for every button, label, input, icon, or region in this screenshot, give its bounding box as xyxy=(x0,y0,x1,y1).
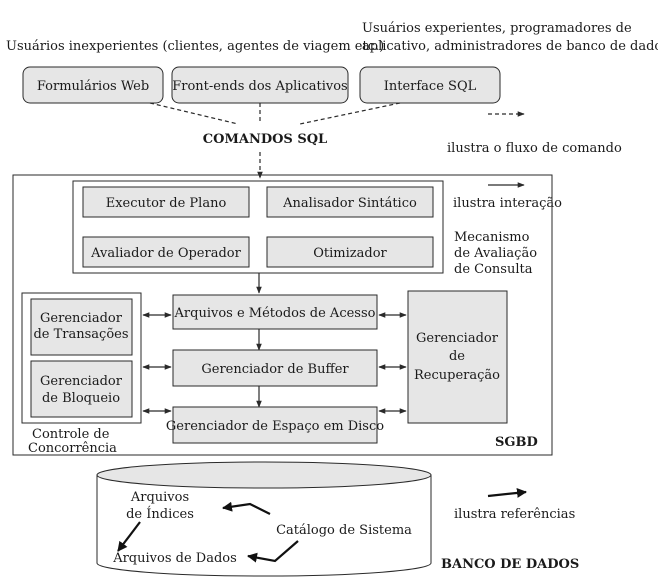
access-methods-label: Arquivos e Métodos de Acesso xyxy=(174,306,376,321)
web-forms-box: Formulários Web xyxy=(22,66,164,104)
index-files-label-line2: de Índices xyxy=(126,506,194,522)
lock-manager-box: Gerenciador de Bloqueio xyxy=(30,360,133,418)
parser-label: Analisador Sintático xyxy=(282,196,417,211)
sgbd-label: SGBD xyxy=(495,435,538,450)
recovery-manager-label-line2: de xyxy=(449,349,465,364)
transaction-manager-label-line1: Gerenciador xyxy=(40,311,123,326)
access-methods-box: Arquivos e Métodos de Acesso xyxy=(172,294,378,330)
disk-space-manager-label: Gerenciador de Espaço em Disco xyxy=(166,419,384,434)
lock-manager-label-line1: Gerenciador xyxy=(40,374,123,389)
query-engine-caption-line2: de Avaliação xyxy=(454,246,537,261)
app-frontends-box: Front-ends dos Aplicativos xyxy=(171,66,349,104)
flow-sqlif-to-sql xyxy=(299,102,401,125)
sgbd-frame xyxy=(12,174,553,456)
transaction-manager-label-line2: de Transações xyxy=(33,327,128,342)
optimizer-label: Otimizador xyxy=(313,246,387,261)
plan-executor-box: Executor de Plano xyxy=(82,186,250,218)
sql-commands-label: COMANDOS SQL xyxy=(203,132,327,147)
sql-interface-box: Interface SQL xyxy=(359,66,501,104)
app-frontends-label: Front-ends dos Aplicativos xyxy=(172,79,347,94)
concurrency-caption-line1: Controle de xyxy=(32,427,110,442)
recovery-manager-label-line3: Recuperação xyxy=(414,368,500,383)
sql-interface-label: Interface SQL xyxy=(384,79,477,94)
ref-catalog-to-data xyxy=(247,540,299,563)
buffer-manager-box: Gerenciador de Buffer xyxy=(172,349,378,387)
operator-evaluator-label: Avaliador de Operador xyxy=(90,246,241,261)
query-engine-caption-line3: de Consulta xyxy=(454,262,533,277)
legend-command-flow: ilustra o fluxo de comando xyxy=(447,141,622,156)
database-cylinder xyxy=(96,461,432,577)
legend-references: ilustra referências xyxy=(454,507,575,522)
index-files-label-line1: Arquivos xyxy=(130,490,189,505)
web-forms-label: Formulários Web xyxy=(37,79,149,94)
flow-web-to-sql xyxy=(149,102,239,125)
expert-users-label-line2: aplicativo, administradores de banco de … xyxy=(362,39,658,54)
concurrency-caption-line2: Concorrência xyxy=(28,441,117,456)
recovery-manager-label-line1: Gerenciador xyxy=(416,331,499,346)
expert-users-label-line1: Usuários experientes, programadores de xyxy=(362,21,632,36)
query-engine-caption-line1: Mecanismo xyxy=(454,230,530,245)
operator-evaluator-box: Avaliador de Operador xyxy=(82,236,250,268)
parser-box: Analisador Sintático xyxy=(266,186,434,218)
recovery-manager-box: Gerenciador de Recuperação xyxy=(407,290,508,424)
optimizer-box: Otimizador xyxy=(266,236,434,268)
disk-space-manager-box: Gerenciador de Espaço em Disco xyxy=(166,406,384,444)
legend-thick-arrow xyxy=(487,487,527,498)
system-catalog-label: Catálogo de Sistema xyxy=(276,523,412,538)
plan-executor-label: Executor de Plano xyxy=(106,196,227,211)
database-caption: BANCO DE DADOS xyxy=(441,557,579,572)
ref-index-to-data xyxy=(117,521,141,552)
novice-users-label: Usuários inexperientes (clientes, agente… xyxy=(6,39,384,54)
legend-interaction: ilustra interação xyxy=(453,196,562,211)
ref-catalog-to-index xyxy=(222,501,271,515)
lock-manager-label-line2: de Bloqueio xyxy=(42,391,120,406)
transaction-manager-box: Gerenciador de Transações xyxy=(30,298,133,356)
data-files-label: Arquivos de Dados xyxy=(112,551,237,566)
buffer-manager-label: Gerenciador de Buffer xyxy=(201,362,349,377)
